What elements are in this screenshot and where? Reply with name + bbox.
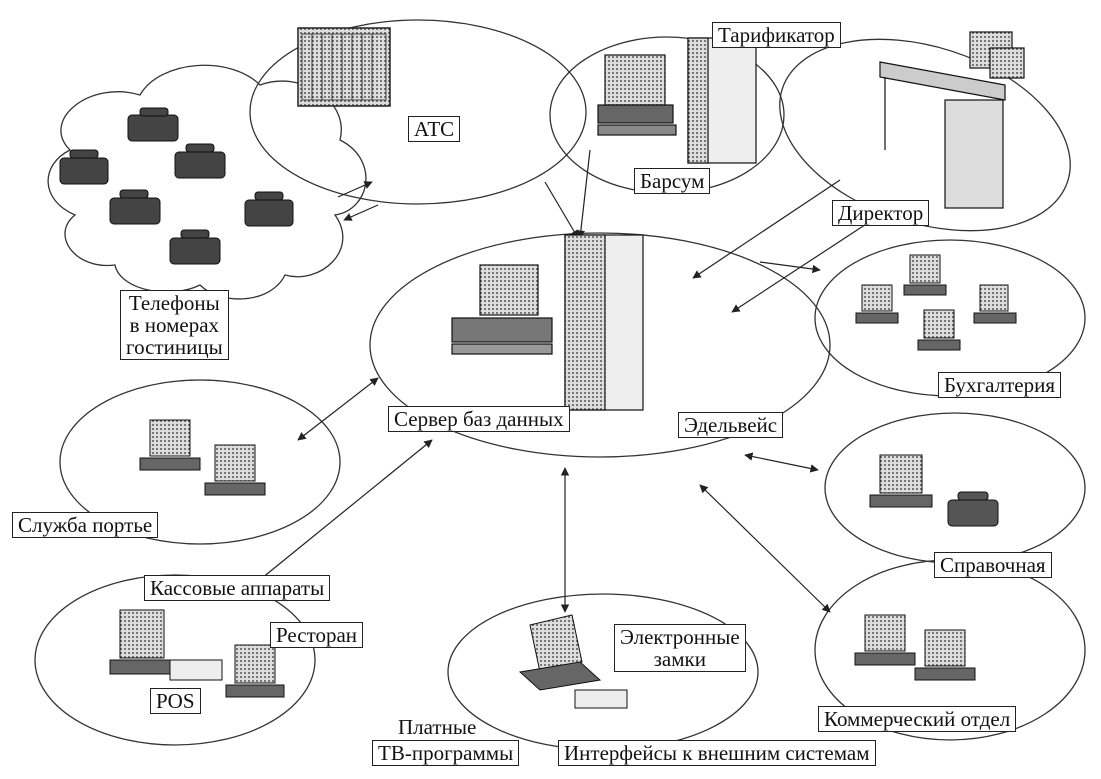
phone-icon [174, 143, 226, 179]
ellipse-atc [249, 19, 587, 205]
barsum-computer-icon [597, 54, 677, 136]
label-barsum: Барсум [634, 168, 711, 195]
label-direktor: Директор [832, 200, 930, 227]
connections [234, 149, 881, 613]
label-kommercheskiy: Коммерческий отдел [818, 706, 1017, 733]
label-kassovye: Кассовые аппараты [144, 575, 331, 602]
phone-icons [59, 107, 294, 265]
phone-icon [169, 229, 221, 265]
server-tower-icon [564, 234, 644, 411]
director-desk-icon [879, 31, 1025, 209]
label-buhgalteria: Бухгалтерия [938, 372, 1062, 399]
tariff-printer-icon [687, 37, 757, 164]
info-desk-computer-icon [869, 454, 933, 508]
ellipse-portie [59, 379, 341, 545]
label-edelveis: Эдельвейс [678, 412, 784, 439]
label-telefony: Телефоны в номерах гостиницы [120, 290, 229, 361]
phone-icon [109, 189, 161, 225]
label-zamki: Электронные замки [614, 624, 746, 673]
arrow-sprav-server [744, 452, 819, 473]
label-tarifikator: Тарификатор [712, 22, 841, 49]
arrow-komm-server [699, 484, 831, 613]
label-sluzhba-portie: Служба портье [12, 512, 159, 539]
phone-icon [947, 491, 999, 527]
label-tv-bottom: ТВ-программы [372, 740, 520, 767]
label-server: Сервер баз данных [388, 406, 570, 433]
arrow-atc-server [544, 181, 579, 239]
phone-icon [244, 191, 294, 227]
arrow-pos-server [234, 439, 433, 601]
ellipse-server [369, 232, 831, 458]
lock-laptop-icon [518, 614, 602, 691]
arrow-direktor-server-2 [731, 214, 881, 313]
atc-switch-icon [297, 27, 391, 107]
card-terminal-icon [169, 659, 223, 681]
restaurant-computer-icon [225, 644, 285, 698]
server-workstation-icon [451, 264, 553, 355]
arrow-barsum-server [576, 149, 591, 239]
accounting-computers-icon [855, 254, 1017, 351]
arrow-phones-atc-1 [337, 181, 373, 198]
arrow-buh-server [759, 261, 821, 274]
phone-icon [127, 107, 179, 142]
commercial-computers-icon [854, 614, 976, 681]
ellipse-spravochnaya [824, 412, 1086, 564]
label-restoran: Ресторан [270, 622, 364, 649]
phones-cloud [47, 64, 367, 300]
label-spravochnaya: Справочная [934, 552, 1052, 579]
label-atc: АТС [408, 116, 461, 143]
arrow-phones-atc-2 [343, 204, 379, 221]
label-interfeisy: Интерфейсы к внешним системам [558, 740, 876, 767]
cash-register-icon [109, 609, 171, 675]
label-pos: POS [150, 688, 201, 715]
arrow-direktor-server [692, 179, 841, 279]
label-tv-top: Платные [398, 715, 477, 739]
lock-encoder-icon [574, 689, 628, 709]
phone-icon [59, 149, 109, 185]
arrow-portie-server [297, 377, 379, 441]
portie-computers-icon [139, 419, 266, 496]
